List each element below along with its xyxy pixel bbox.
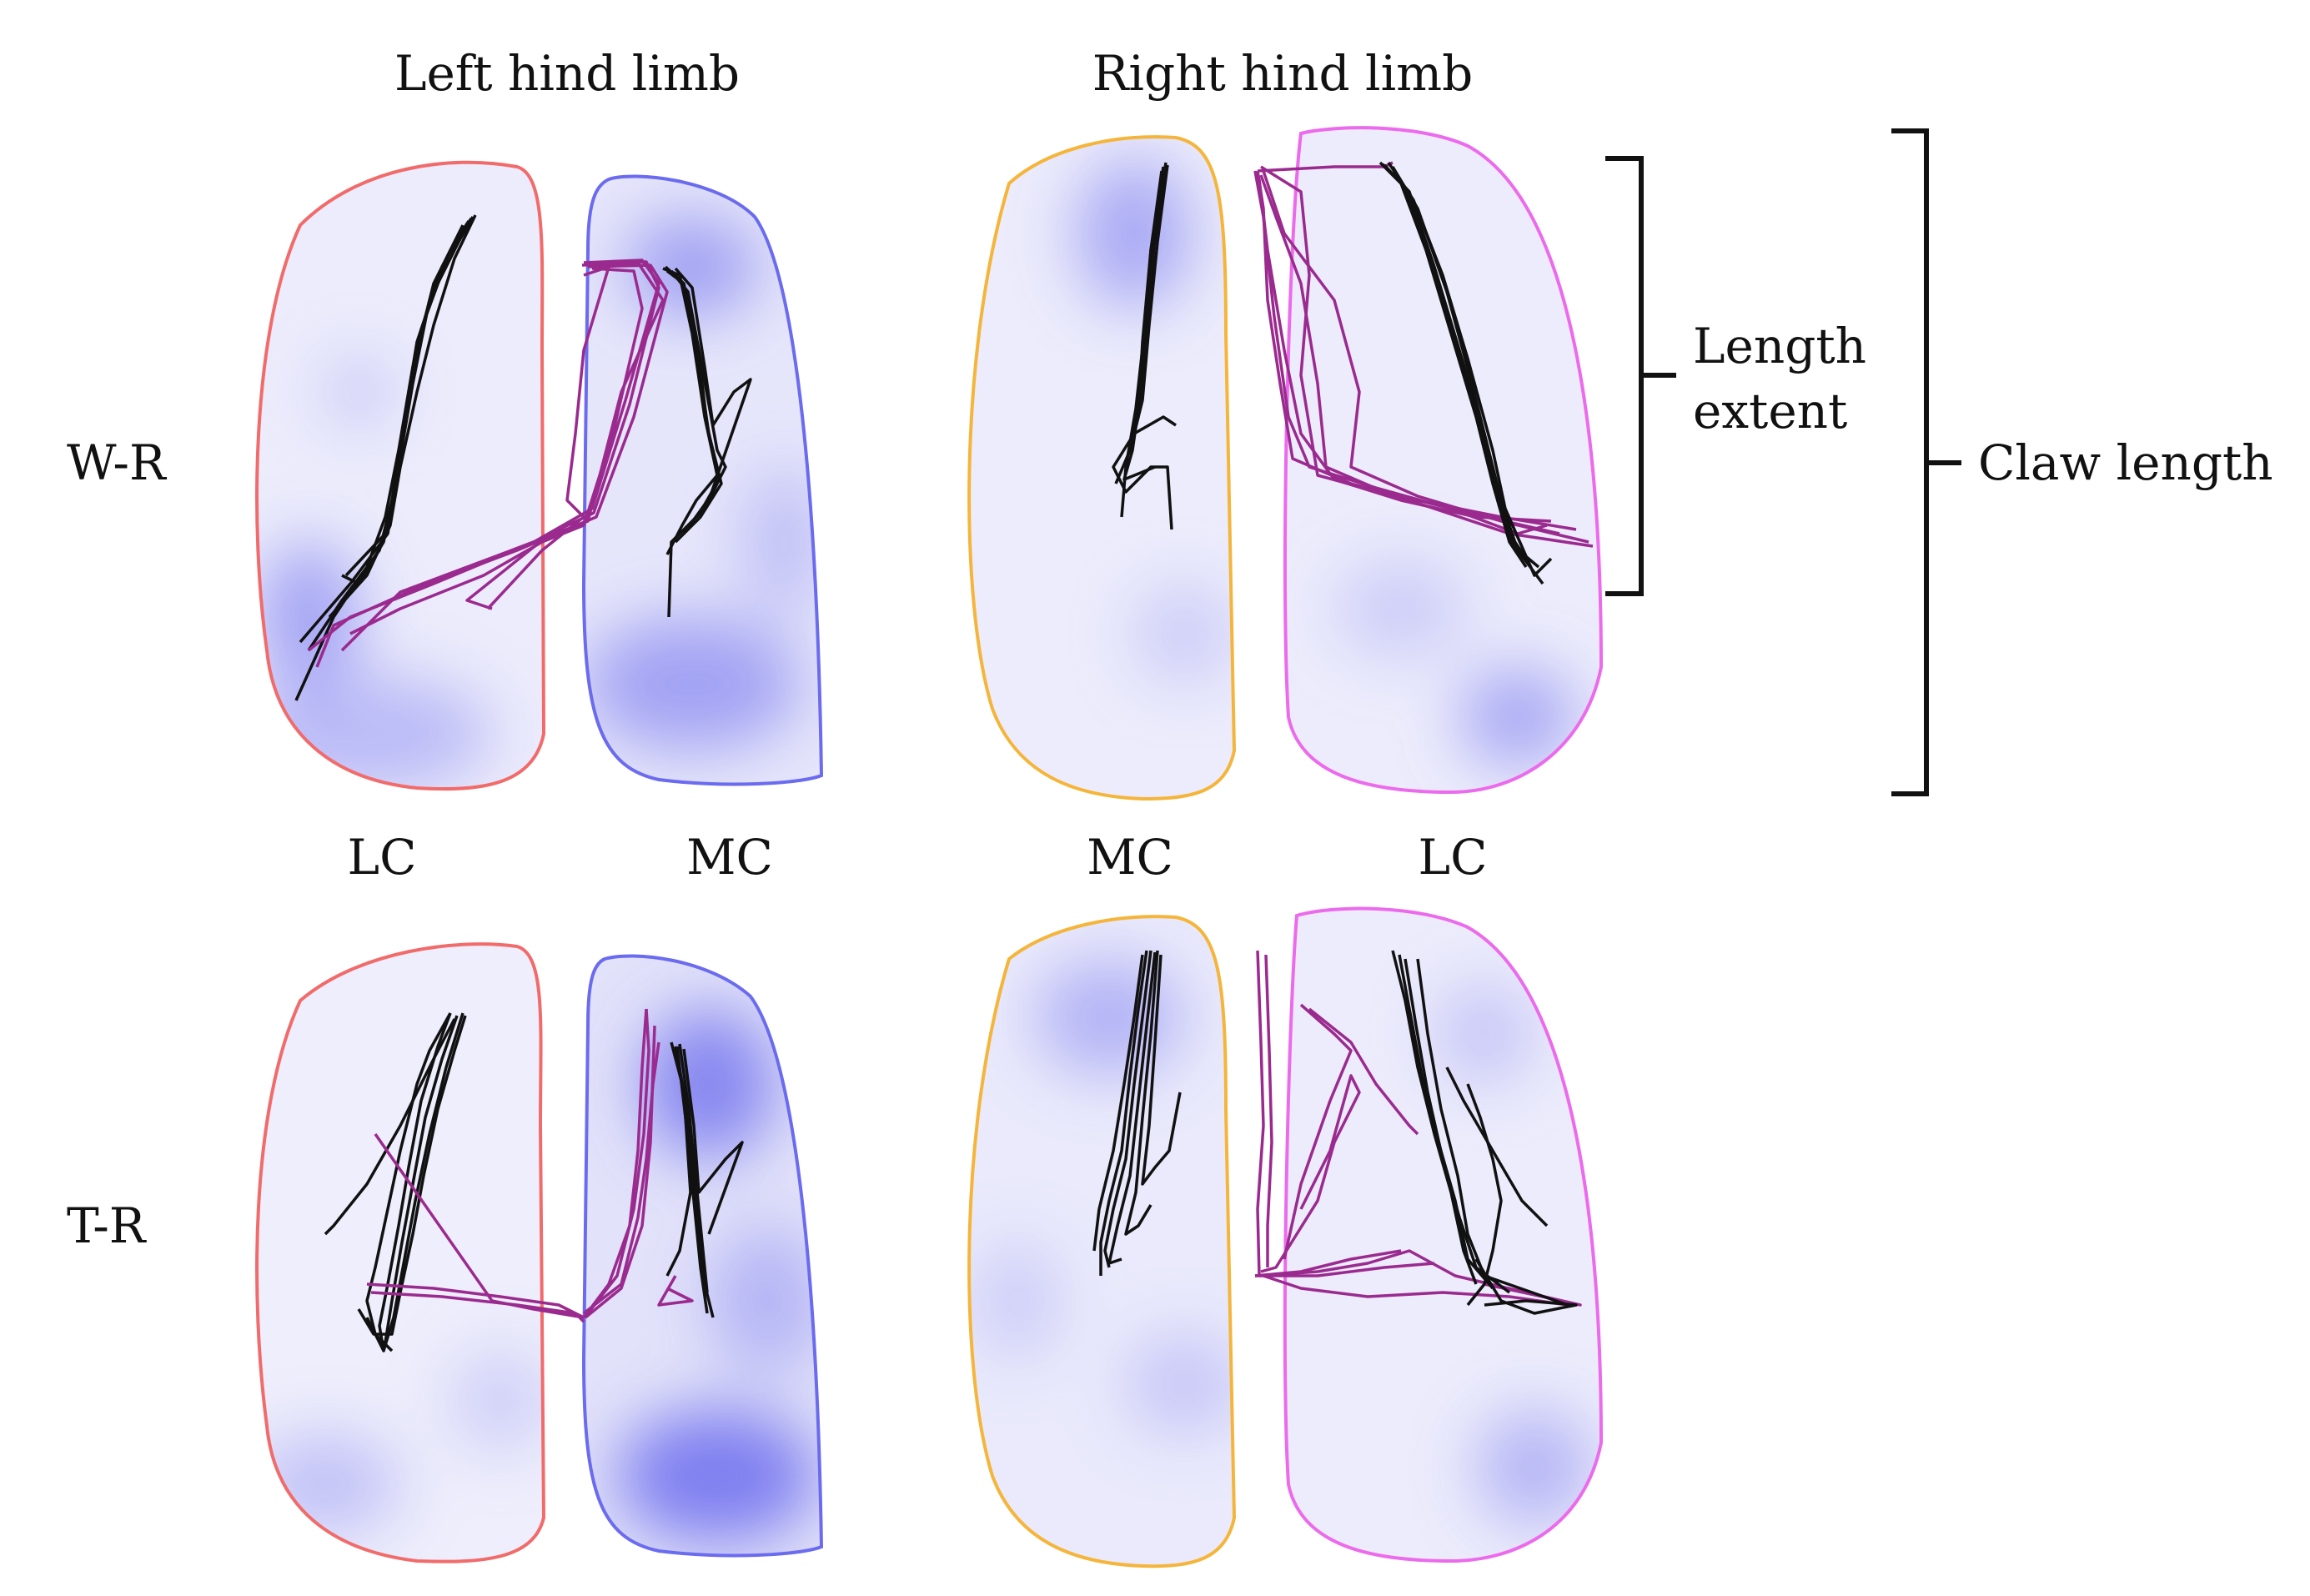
trace-purple-left-wr [307,258,669,668]
trace-black-right-medial-wr [1112,162,1177,530]
row-label-tr: T-R [67,1197,148,1254]
claw-label-left-mc: MC [686,829,773,886]
trace-black-left-lateral-wr [294,214,477,701]
claw-left-medial-tr [581,954,824,1558]
claw-label-left-lc: LC [348,829,417,886]
trace-black-right-medial-tr [1092,950,1182,1276]
trace-black-right-lateral-wr [1378,161,1553,585]
claw-right-lateral-wr [1283,126,1604,795]
length-extent-label-line2: extent [1693,383,1847,439]
claw-left-medial-wr [581,174,824,786]
row-label-wr: W-R [67,434,168,491]
trace-black-left-medial-tr [665,1041,744,1318]
length-extent-label-line1: Length [1693,318,1866,374]
header-left-hind-limb: Left hind limb [394,45,740,102]
trace-black-left-lateral-tr [324,1012,467,1353]
claw-length-bracket [1891,128,1961,796]
header-right-hind-limb: Right hind limb [1092,45,1474,102]
trace-black-right-lateral-tr [1391,950,1578,1315]
claw-label-right-lc: LC [1419,829,1488,886]
length-extent-bracket [1605,156,1676,596]
claw-right-medial-wr [967,135,1237,801]
claw-label-right-mc: MC [1087,829,1173,886]
claw-right-lateral-tr [1283,906,1604,1563]
trace-purple-right-tr [1254,950,1582,1307]
trace-purple-right-wr [1253,161,1594,548]
trace-black-left-medial-wr [662,265,752,618]
trace-purple-left-tr [366,1008,694,1323]
claw-length-label: Claw length [1978,434,2273,491]
